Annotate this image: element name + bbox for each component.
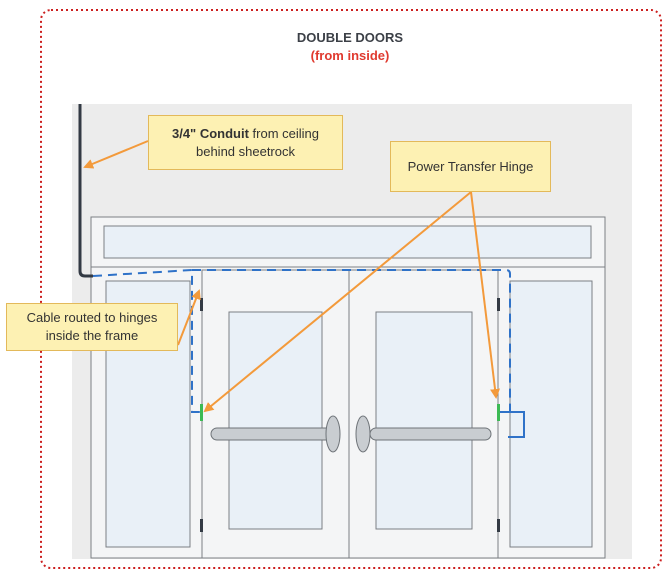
cable-loop-right <box>500 411 525 438</box>
left-door-glass <box>228 311 323 530</box>
conduit-callout: 3/4" Conduit from ceiling behind sheetro… <box>148 115 343 170</box>
right-push-bar <box>369 427 492 441</box>
left-top-hinge <box>200 298 203 311</box>
left-bottom-hinge <box>200 519 203 532</box>
conduit-callout-line2: behind sheetrock <box>195 143 295 159</box>
diagram-title: DOUBLE DOORS <box>296 30 404 45</box>
right-sidelight <box>509 280 593 548</box>
cable-arrow <box>177 289 201 346</box>
hinge-arrow-right <box>470 191 500 399</box>
cable-callout-line1: Cable routed to hinges <box>26 310 158 325</box>
cable-callout-line2: inside the frame <box>45 328 139 343</box>
right-door-glass <box>375 311 473 530</box>
right-bottom-hinge <box>497 519 500 532</box>
conduit-callout-bold: 3/4" Conduit <box>171 125 249 141</box>
conduit-line <box>78 104 93 278</box>
cable-route-left <box>92 268 201 413</box>
diagram-subtitle: (from inside) <box>310 48 390 63</box>
hinge-arrow-left <box>203 191 472 413</box>
right-push-bar-mount <box>355 415 371 453</box>
conduit-callout-rest: from ceiling <box>248 125 320 141</box>
left-power-transfer-hinge <box>200 404 203 421</box>
power-transfer-hinge-label: Power Transfer Hinge <box>407 158 534 174</box>
cable-route-top <box>192 269 511 413</box>
diagram-border <box>40 9 662 569</box>
left-push-bar-mount <box>325 415 341 453</box>
conduit-callout-line1: 3/4" Conduit from ceiling <box>149 125 342 143</box>
left-push-bar <box>210 427 333 441</box>
conduit-arrow <box>83 140 149 169</box>
right-top-hinge <box>497 298 500 311</box>
cable-route-callout: Cable routed to hinges inside the frame <box>6 303 178 351</box>
transom-glass <box>103 225 592 259</box>
power-transfer-hinge-callout: Power Transfer Hinge <box>390 141 551 192</box>
right-power-transfer-hinge <box>497 404 500 421</box>
